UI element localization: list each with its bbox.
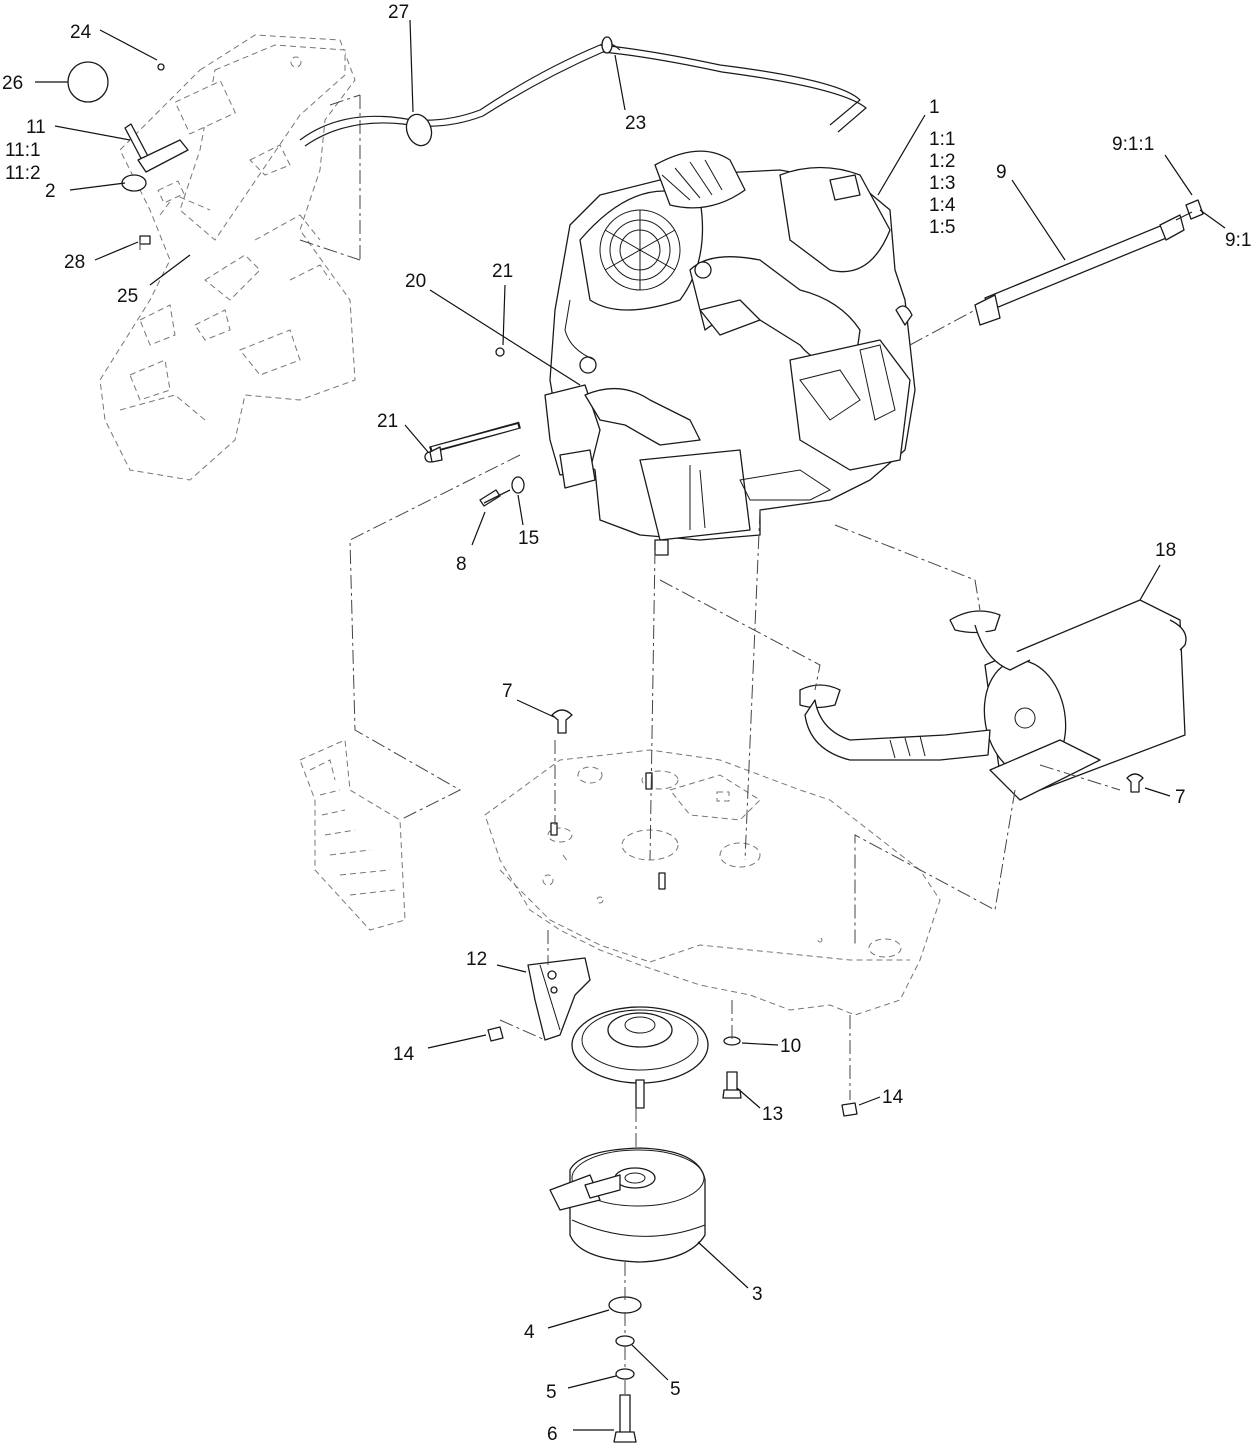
callout-12: 12 — [466, 949, 487, 970]
callout-9-1-1: 9:1:1 — [1112, 134, 1154, 155]
assembly-lines — [139, 94, 1121, 1395]
clutch-fasteners — [608, 1296, 642, 1443]
leader-lines — [35, 19, 1226, 1431]
pulley — [571, 1006, 709, 1109]
callout-8: 8 — [456, 554, 467, 575]
callout-10: 10 — [780, 1036, 801, 1057]
callout-9-1: 9:1 — [1225, 230, 1251, 251]
throttle-cable — [299, 36, 867, 147]
pto-clutch — [549, 1147, 706, 1263]
callout-6: 6 — [547, 1424, 558, 1445]
callout-27: 27 — [388, 2, 409, 23]
callout-1-4: 1:4 — [929, 195, 956, 216]
engine — [544, 150, 916, 556]
callout-1-1: 1:1 — [929, 129, 955, 150]
callout-5a: 5 — [546, 1382, 557, 1403]
callout-23: 23 — [625, 113, 646, 134]
callout-7b: 7 — [1175, 787, 1186, 808]
plate-studs — [550, 772, 666, 890]
callout-24: 24 — [70, 22, 92, 43]
callout-5b: 5 — [670, 1379, 681, 1400]
bracket — [527, 957, 591, 1041]
callout-7a: 7 — [502, 681, 513, 702]
control-panel-ghost — [99, 34, 356, 481]
callout-14b: 14 — [882, 1087, 904, 1108]
callout-1-3: 1:3 — [929, 173, 955, 194]
callout-14a: 14 — [393, 1044, 415, 1065]
callout-11-1: 11:1 — [5, 140, 41, 161]
callout-26: 26 — [2, 73, 23, 94]
fuel-hose-assembly — [974, 199, 1204, 326]
callout-11-2: 11:2 — [5, 163, 41, 184]
callout-4: 4 — [524, 1322, 535, 1343]
callout-18: 18 — [1155, 540, 1176, 561]
callout-15: 15 — [518, 528, 539, 549]
callout-9: 9 — [996, 162, 1007, 183]
callout-21a: 21 — [492, 261, 513, 282]
callout-13: 13 — [762, 1104, 783, 1125]
callout-1: 1 — [929, 97, 940, 118]
fuel-line — [424, 318, 541, 463]
callout-20: 20 — [405, 271, 426, 292]
callout-1-2: 1:2 — [929, 151, 955, 172]
callout-3: 3 — [752, 1284, 763, 1305]
small-fasteners — [429, 446, 1144, 1117]
side-shroud-ghost — [299, 739, 406, 931]
callout-1-5: 1:5 — [929, 217, 955, 238]
callout-11: 11 — [26, 117, 46, 138]
callout-28: 28 — [64, 252, 85, 273]
callout-21b: 21 — [377, 411, 398, 432]
muffler-assembly — [799, 599, 1187, 801]
callout-2: 2 — [45, 181, 56, 202]
callout-25: 25 — [117, 286, 138, 307]
